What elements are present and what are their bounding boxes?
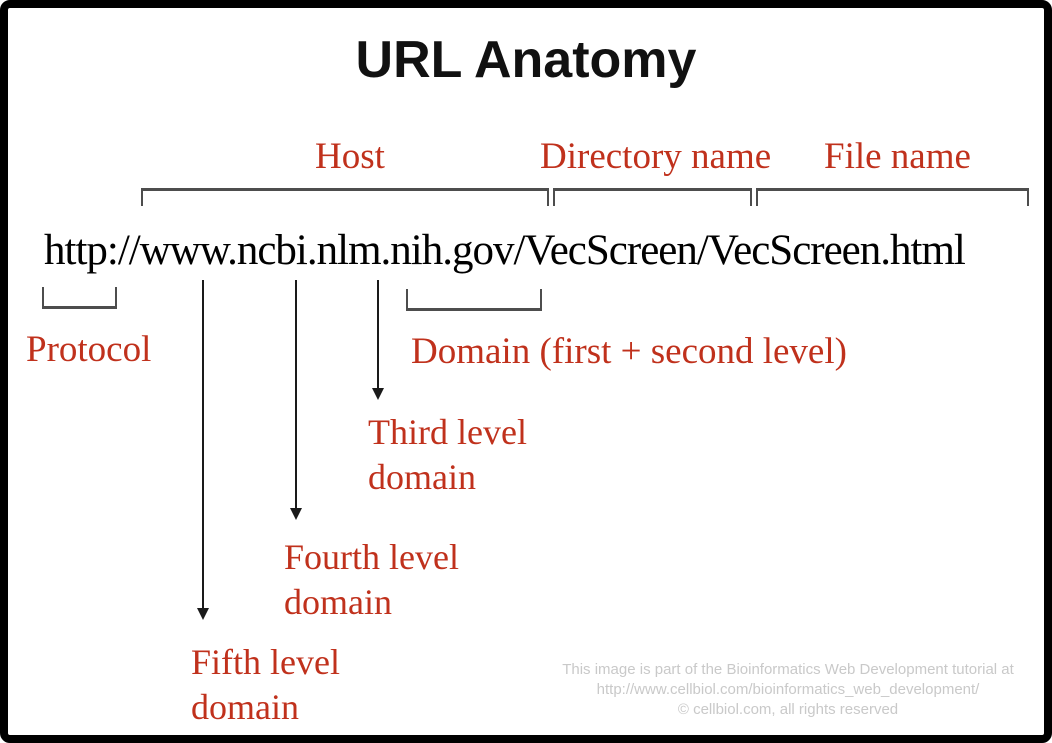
arrow-stem xyxy=(295,280,297,509)
domain-label: Domain (first + second level) xyxy=(411,331,847,372)
third-level-label: Third level domain xyxy=(368,412,527,497)
fourth-level-label: Fourth level domain xyxy=(284,537,459,622)
arrow-head-icon xyxy=(372,388,384,400)
arrow-head-icon xyxy=(290,508,302,520)
protocol-bracket xyxy=(42,287,117,309)
watermark: This image is part of the Bioinformatics… xyxy=(508,660,1044,720)
fifth-level-arrow xyxy=(197,280,209,620)
file-bracket xyxy=(756,188,1029,206)
watermark-line-1: This image is part of the Bioinformatics… xyxy=(562,661,1014,678)
third-level-arrow xyxy=(372,280,384,400)
arrow-head-icon xyxy=(197,608,209,620)
directory-bracket xyxy=(553,188,752,206)
host-label: Host xyxy=(315,136,385,177)
watermark-line-2: http://www.cellbiol.com/bioinformatics_w… xyxy=(596,681,980,698)
watermark-line-3: © cellbiol.com, all rights reserved xyxy=(677,701,899,718)
page-title: URL Anatomy xyxy=(355,31,697,89)
fourth-level-arrow xyxy=(290,280,302,520)
host-bracket xyxy=(141,188,549,206)
file-name-label: File name xyxy=(824,136,971,177)
protocol-label: Protocol xyxy=(26,329,152,370)
domain-bracket xyxy=(406,289,542,311)
fifth-level-label: Fifth level domain xyxy=(191,642,340,727)
url-text: http://www.ncbi.nlm.nih.gov/VecScreen/Ve… xyxy=(44,227,966,274)
arrow-stem xyxy=(377,280,379,389)
arrow-stem xyxy=(202,280,204,609)
directory-name-label: Directory name xyxy=(540,136,772,177)
